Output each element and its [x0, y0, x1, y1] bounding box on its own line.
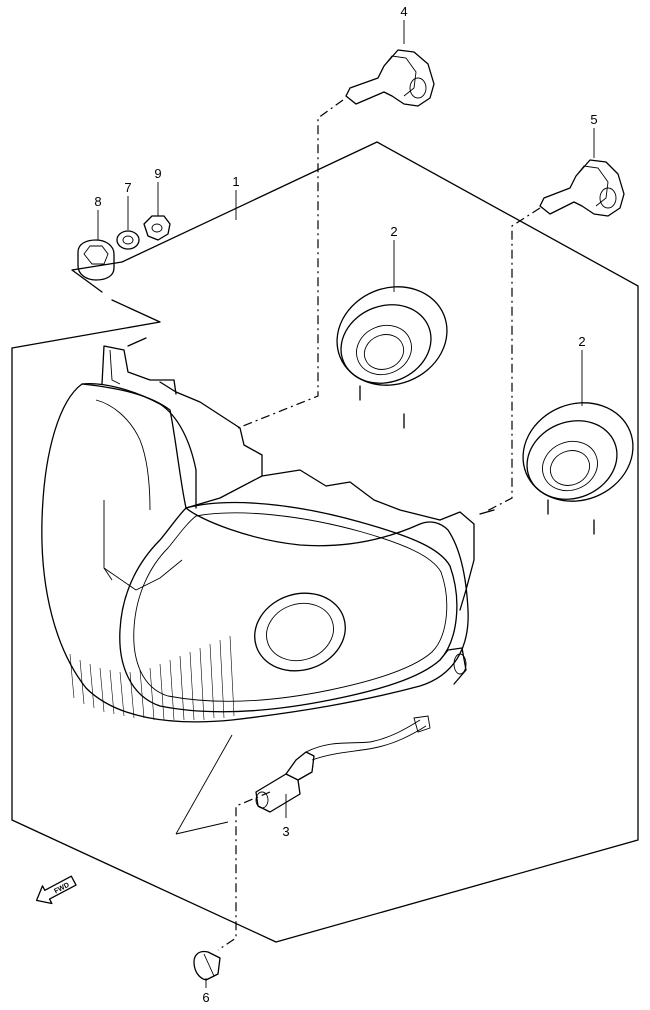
callout-5: 5 — [590, 112, 597, 127]
nut — [143, 215, 171, 241]
callout-labels: 1 2 2 3 4 5 6 7 8 9 — [94, 4, 597, 1005]
grommet — [77, 239, 115, 281]
callout-1: 1 — [232, 174, 239, 189]
callout-3: 3 — [282, 824, 289, 839]
washer — [116, 230, 140, 250]
callout-leaders — [97, 20, 595, 988]
fwd-arrow-icon: FWD — [35, 875, 77, 905]
bulb-cover-cap-upper — [336, 286, 448, 429]
callout-2a: 2 — [390, 224, 397, 239]
callout-2b: 2 — [578, 334, 585, 349]
headlight-bulb-right — [539, 159, 625, 217]
bulb-cover-cap-right — [522, 402, 634, 535]
callout-4: 4 — [400, 4, 407, 19]
callout-9: 9 — [154, 166, 161, 181]
position-lamp-socket — [255, 715, 431, 813]
callout-6: 6 — [202, 990, 209, 1005]
assembly-frame — [11, 141, 639, 943]
lens-hatching — [69, 635, 235, 721]
position-lamp-bulb — [193, 950, 221, 981]
leader-lines — [175, 99, 541, 951]
headlight-assembly — [41, 337, 495, 723]
callout-7: 7 — [124, 180, 131, 195]
headlight-bulb-upper — [345, 49, 435, 107]
callout-8: 8 — [94, 194, 101, 209]
